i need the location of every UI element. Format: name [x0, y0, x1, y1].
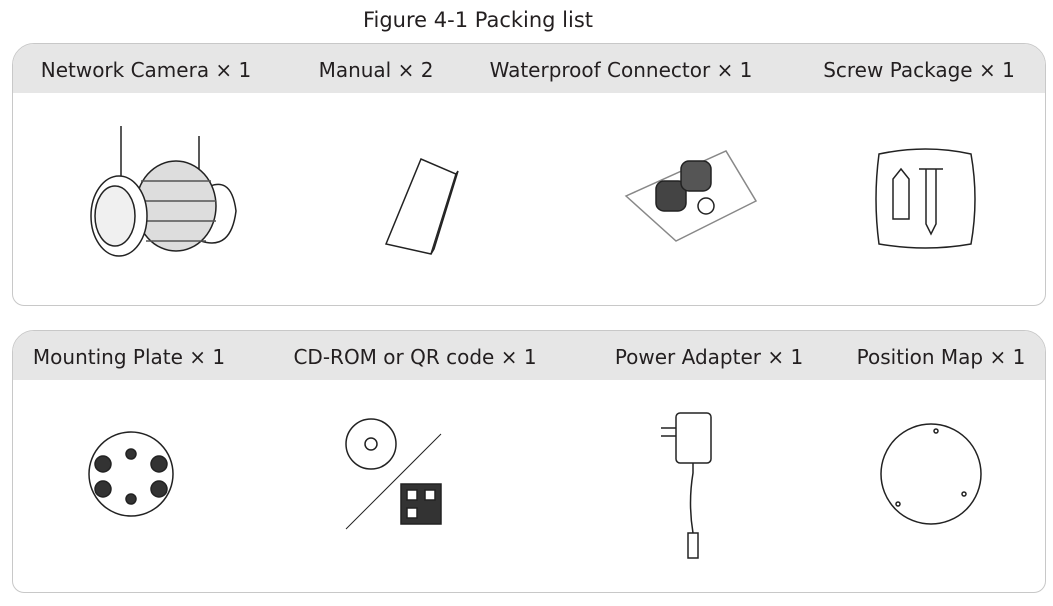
item-label: Screw Package × 1: [823, 58, 1015, 82]
item-label: CD-ROM or QR code × 1: [293, 345, 537, 369]
item-label: Mounting Plate × 1: [32, 345, 226, 369]
panel-header: [13, 44, 1045, 93]
figure-caption: Figure 4-1 Packing list: [362, 8, 594, 32]
item-label: Power Adapter × 1: [614, 345, 804, 369]
power-adapter-icon: [661, 412, 712, 559]
item-label: Position Map × 1: [856, 345, 1026, 369]
position-map-icon: [880, 423, 982, 525]
network-camera-icon: [90, 126, 237, 257]
packing-panel-2: Mounting Plate × 1 CD-ROM or QR code × 1…: [12, 330, 1046, 593]
item-label: Manual × 2: [318, 58, 434, 82]
item-label: Waterproof Connector × 1: [489, 58, 753, 82]
manual-icon: [384, 158, 459, 255]
screw-package-icon: [875, 148, 976, 249]
cd-qr-icon: [345, 418, 442, 530]
packing-panel-1: Network Camera × 1 Manual × 2 Waterproof…: [12, 43, 1046, 306]
panel-header: [13, 331, 1045, 380]
mounting-plate-icon: [88, 431, 174, 517]
item-label: Network Camera × 1: [40, 58, 252, 82]
waterproof-connector-icon: [624, 150, 758, 242]
